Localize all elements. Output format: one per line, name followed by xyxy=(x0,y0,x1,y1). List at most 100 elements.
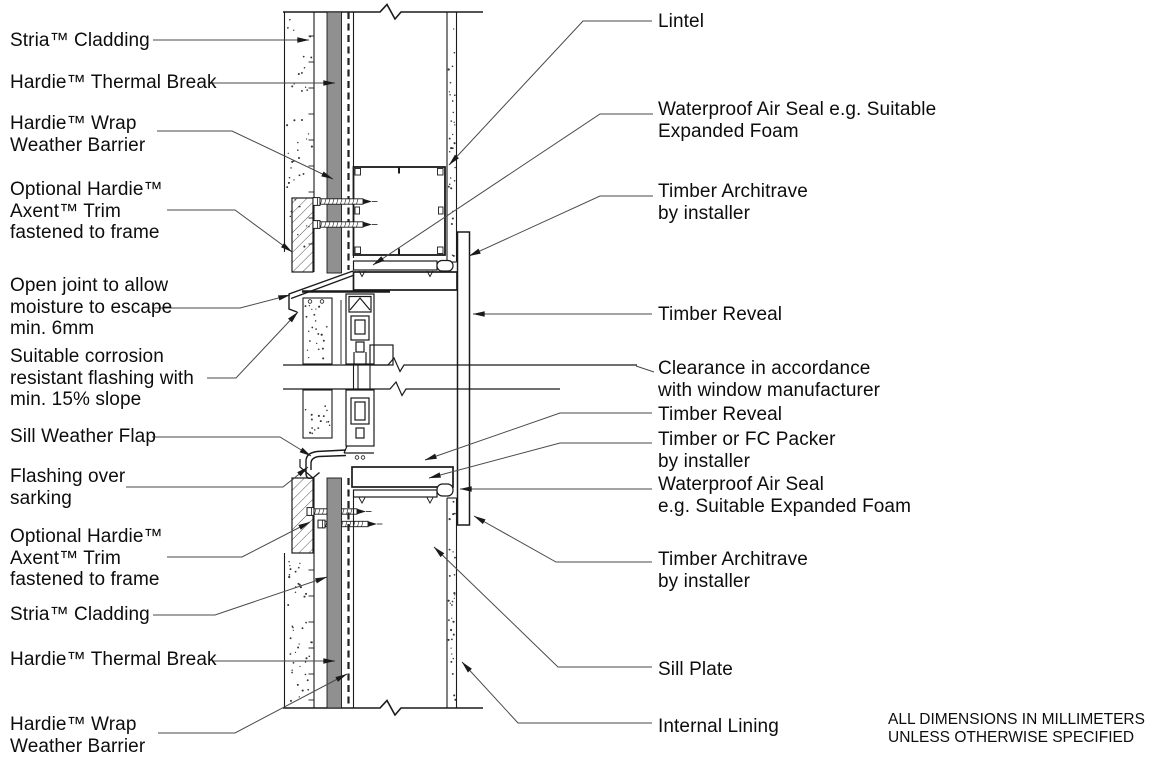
dimensions-note: ALL DIMENSIONS IN MILLIMETERS UNLESS OTH… xyxy=(888,711,1145,747)
stipple-texture xyxy=(286,18,457,702)
label-lintel: Lintel xyxy=(658,11,704,33)
label-thermal-break-top: Hardie™ Thermal Break xyxy=(10,72,217,94)
bottom-break-line xyxy=(283,699,483,717)
leader-air-seal-head xyxy=(372,113,653,266)
sill-reveal-board xyxy=(351,466,454,488)
label-timber-reveal-head-line1: Timber Reveal xyxy=(658,304,783,325)
leader-open-joint xyxy=(152,294,291,309)
label-fc-packer-line1: Timber or FC Packer xyxy=(658,429,836,450)
label-axent-trim-top-line1: Optional Hardie™ xyxy=(10,179,163,200)
label-clearance-line1: Clearance in accordance xyxy=(658,358,871,379)
label-open-joint-line2: moisture to escape xyxy=(10,296,173,318)
dimensions-note-line1: ALL DIMENSIONS IN MILLIMETERS xyxy=(888,711,1145,728)
label-wrap-weather-barrier-top-line2: Weather Barrier xyxy=(10,134,146,156)
label-sill-weather-flap-line1: Sill Weather Flap xyxy=(10,426,157,447)
label-axent-trim-bottom-line1: Optional Hardie™ xyxy=(10,526,163,547)
dimensions-note-line2: UNLESS OTHERWISE SPECIFIED xyxy=(888,729,1135,746)
label-architrave-sill-line1: Timber Architrave xyxy=(658,549,808,570)
label-wrap-weather-barrier-bottom-line1: Hardie™ Wrap xyxy=(10,714,137,735)
label-stria-cladding-bottom-line1: Stria™ Cladding xyxy=(10,604,150,625)
window-sill-frame xyxy=(343,389,375,460)
sill-assembly xyxy=(351,466,454,504)
top-break-line xyxy=(283,3,483,21)
label-corrosion-flashing-line3: min. 15% slope xyxy=(10,389,142,410)
wall-top xyxy=(283,11,458,274)
sill-weather-flap-shape xyxy=(305,449,347,480)
leader-lines xyxy=(126,20,655,734)
label-flashing-over-sarking-line2: sarking xyxy=(10,487,72,509)
label-stria-cladding-top: Stria™ Cladding xyxy=(10,30,150,52)
label-open-joint-line1: Open joint to allow xyxy=(10,275,169,296)
label-wrap-weather-barrier-top-line1: Hardie™ Wrap xyxy=(10,113,137,134)
label-timber-reveal-head: Timber Reveal xyxy=(658,304,782,326)
label-stria-cladding-bottom: Stria™ Cladding xyxy=(10,604,150,626)
sill-packer xyxy=(352,489,438,498)
leader-sill-weather-flap xyxy=(152,436,312,457)
label-air-seal-head-line2: Expanded Foam xyxy=(658,120,799,142)
architrave-strip xyxy=(456,231,471,526)
label-open-joint-line3: min. 6mm xyxy=(10,318,95,339)
head-air-seal xyxy=(436,259,454,272)
thermal-break-layer-bottom xyxy=(326,477,342,709)
label-axent-trim-top-line2: Axent™ Trim xyxy=(10,200,121,222)
leader-sill-plate xyxy=(433,546,652,668)
label-thermal-break-top-line1: Hardie™ Thermal Break xyxy=(10,72,217,93)
label-internal-lining-line1: Internal Lining xyxy=(658,716,779,737)
label-thermal-break-bottom: Hardie™ Thermal Break xyxy=(10,649,217,671)
label-internal-lining: Internal Lining xyxy=(658,716,779,738)
label-sill-plate-line1: Sill Plate xyxy=(658,659,733,680)
thermal-break-layer-top xyxy=(326,11,342,274)
sill-reveal-block xyxy=(302,389,333,439)
head-assembly xyxy=(352,231,471,526)
head-packer xyxy=(352,260,438,271)
window-frame-mid xyxy=(352,365,371,389)
axent-trim-block-top xyxy=(291,197,314,273)
leader-timber-reveal-sill xyxy=(424,412,652,461)
label-architrave-head-line2: by installer xyxy=(658,202,751,224)
lintel-shape xyxy=(352,166,446,256)
leader-architrave-head xyxy=(468,195,653,257)
label-sill-weather-flap: Sill Weather Flap xyxy=(10,426,156,448)
leader-clearance xyxy=(635,365,655,373)
head-flashing xyxy=(288,270,390,313)
leader-flashing-over-sarking xyxy=(126,466,309,488)
label-air-seal-sill-line2: e.g. Suitable Expanded Foam xyxy=(658,495,912,517)
label-clearance-line2: with window manufacturer xyxy=(658,379,881,401)
cladding-tick-marks xyxy=(308,35,314,701)
leader-stria-cladding-bottom xyxy=(153,576,328,616)
label-sill-plate: Sill Plate xyxy=(658,659,733,681)
leader-fc-packer xyxy=(428,442,652,479)
head-reveal-block xyxy=(302,297,342,365)
leader-internal-lining xyxy=(461,661,652,724)
label-corrosion-flashing-line2: resistant flashing with xyxy=(10,367,194,389)
label-air-seal-sill-line1: Waterproof Air Seal xyxy=(658,474,824,495)
label-architrave-sill-line2: by installer xyxy=(658,570,751,592)
mid-break-line-lower xyxy=(283,380,560,397)
label-corrosion-flashing-line1: Suitable corrosion xyxy=(10,346,164,367)
label-axent-trim-top-line3: fastened to frame xyxy=(10,222,160,243)
label-stria-cladding-top-line1: Stria™ Cladding xyxy=(10,30,150,51)
sill-air-seal xyxy=(436,483,454,497)
leader-wrap-weather-barrier-top xyxy=(157,130,334,180)
label-timber-reveal-sill-line1: Timber Reveal xyxy=(658,404,783,425)
label-axent-trim-bottom-line3: fastened to frame xyxy=(10,569,160,590)
label-axent-trim-bottom-line2: Axent™ Trim xyxy=(10,547,121,569)
label-air-seal-head-line1: Waterproof Air Seal e.g. Suitable xyxy=(658,99,937,120)
label-architrave-head-line1: Timber Architrave xyxy=(658,181,808,202)
label-lintel-line1: Lintel xyxy=(658,11,705,32)
label-timber-reveal-sill: Timber Reveal xyxy=(658,404,782,426)
wall-bottom xyxy=(283,477,458,709)
label-fc-packer-line2: by installer xyxy=(658,450,751,472)
